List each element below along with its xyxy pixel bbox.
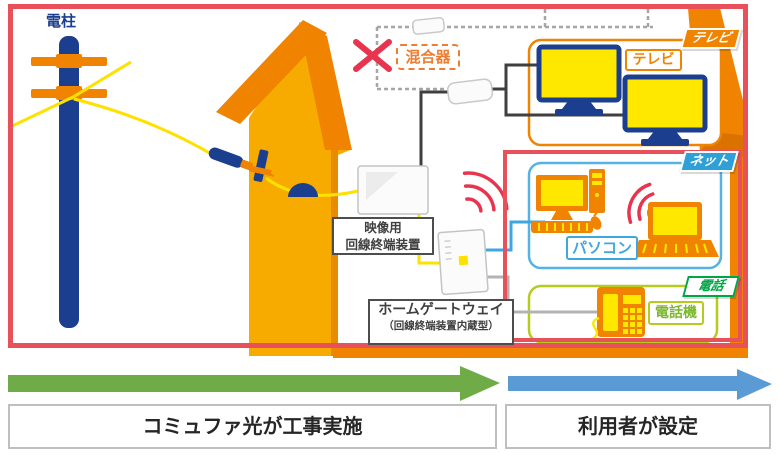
video-onu-label: 映像用 回線終端装置 [332,217,434,255]
video-onu-label-line1: 映像用 [364,220,402,235]
tv2-icon [622,74,708,146]
home-gateway-label: ホームゲートウェイ （回線終端装置内蔵型） [368,299,514,345]
fiber-trunk-line [7,60,132,130]
pole-label: 電柱 [45,12,76,30]
devices [357,17,494,296]
lan-line [481,220,545,252]
fiber-drop-line [73,97,214,157]
tv-icons [536,44,708,146]
provider-step-arrow [8,366,500,401]
tv1-icon [536,44,622,116]
desktop-pc-icon [531,169,605,233]
home-gateway-device [437,228,489,296]
roof-right-slope [299,22,352,150]
construction-area-frame [8,4,748,348]
phone-device-label: 電話機 [648,301,704,325]
wall-bracket-arm [249,165,272,176]
user-step-box: 利用者が設定 [505,404,771,449]
utility-pole [31,36,107,328]
phone-icon [591,287,645,341]
fiber-closure-icon [208,147,244,168]
pole-band-upper [56,54,82,68]
user-setup-area-frame [503,150,742,342]
coax-connector-device [411,17,445,35]
home-gateway-label-line2: （回線終端装置内蔵型） [383,319,499,332]
home-gateway-label-line1: ホームゲートウェイ [378,302,504,318]
tv-device-label: テレビ [625,49,682,71]
wall-hardware [208,147,318,197]
cross-out-x-icon [353,39,392,72]
mouse-icon [590,216,602,230]
roof-left-slope [216,20,327,124]
mixer-label: 混合器 [396,44,460,70]
video-onu-device [357,165,429,215]
provider-step-box: コミュファ光が工事実施 [8,404,497,449]
net-section-tag: ネット [679,151,739,172]
video-onu-label-line2: 回線終端装置 [345,236,421,252]
phone-section-tag: 電話 [682,276,740,297]
laptop-icon [631,202,719,257]
tv-section-tag: テレビ [680,28,742,49]
phone-line [483,275,597,314]
splitter-device [446,78,494,105]
wifi-waves-gateway-icon [462,171,509,213]
pc-device-label: パソコン [566,236,638,260]
cable-entry-dome-icon [288,183,318,197]
pole-trunk [59,36,79,328]
user-step-arrow [508,369,772,400]
wall-bracket-icon [253,149,269,182]
